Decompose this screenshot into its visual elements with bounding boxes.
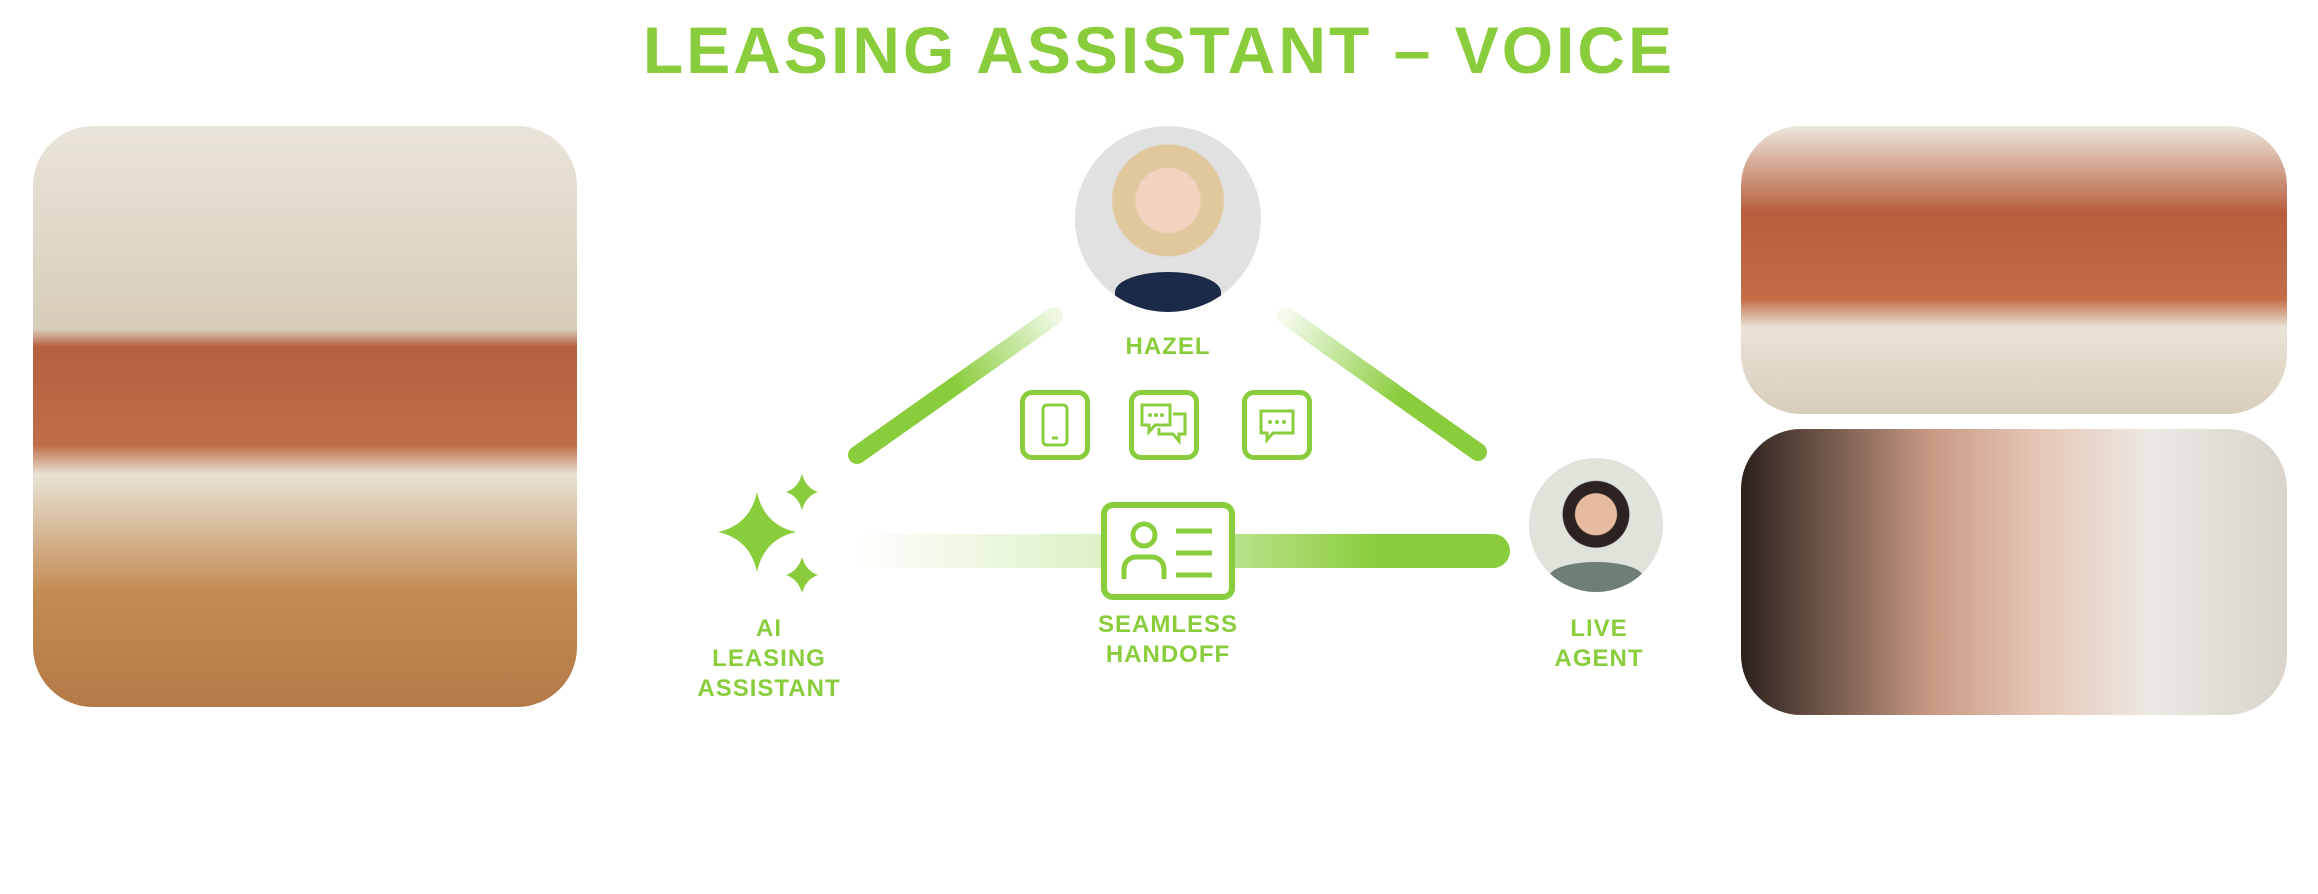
label-line: LIVE xyxy=(1570,615,1628,642)
line-hazel-to-agent xyxy=(1277,307,1487,461)
label-line: ASSISTANT xyxy=(697,675,841,702)
contact-card-icon xyxy=(1101,502,1235,600)
label-line: HANDOFF xyxy=(1105,641,1231,668)
seamless-handoff-label: SEAMLESS HANDOFF xyxy=(1068,610,1268,670)
ai-leasing-assistant-label: AI LEASING ASSISTANT xyxy=(669,614,869,704)
label-line: LEASING xyxy=(712,645,826,672)
chat-bubbles-icon xyxy=(1129,390,1199,460)
live-agent-label: LIVE AGENT xyxy=(1499,614,1699,674)
phone-icon xyxy=(1020,390,1090,460)
photo-woman-phone-kitchen xyxy=(1741,126,2287,414)
label-line: SEAMLESS xyxy=(1097,611,1239,638)
sparkles-icon xyxy=(718,474,818,593)
photo-agent-headset xyxy=(1741,429,2287,715)
label-line: AI xyxy=(756,615,782,642)
page-title: LEASING ASSISTANT – VOICE xyxy=(642,13,1676,87)
label-line: AGENT xyxy=(1554,645,1644,672)
photo-woman-laptop xyxy=(33,126,577,707)
chat-icon xyxy=(1242,390,1312,460)
hazel-avatar xyxy=(1075,126,1261,312)
live-agent-avatar xyxy=(1529,458,1663,592)
hazel-label: HAZEL xyxy=(1125,333,1211,360)
line-ai-to-hazel xyxy=(848,307,1063,464)
